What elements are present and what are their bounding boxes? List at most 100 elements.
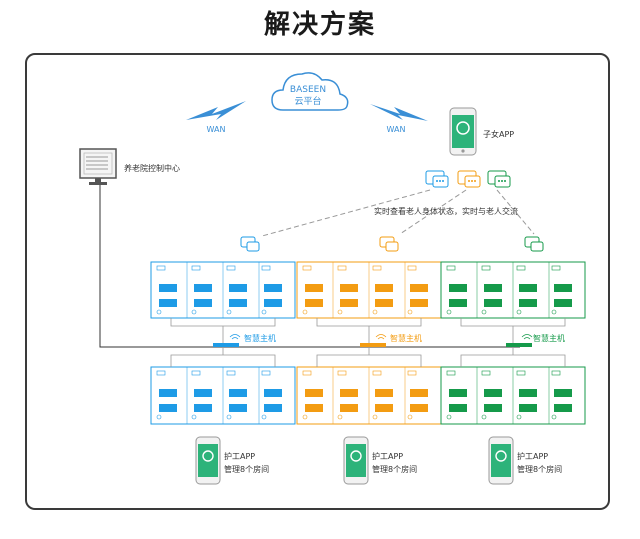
bed bbox=[194, 299, 212, 307]
fixture bbox=[191, 265, 201, 271]
fixture bbox=[481, 265, 491, 271]
bed bbox=[229, 389, 247, 397]
fixture bbox=[191, 370, 201, 376]
fixture bbox=[372, 309, 378, 315]
room-grid bbox=[150, 261, 586, 425]
fixture bbox=[156, 370, 166, 376]
bed bbox=[410, 389, 428, 397]
bed bbox=[305, 404, 323, 412]
fixture bbox=[372, 370, 382, 376]
fixture bbox=[516, 414, 522, 420]
chat-bubble-small-orange-icon bbox=[379, 236, 399, 252]
caregiver-rooms-label-3: 管理8个房间 bbox=[517, 464, 562, 474]
fixture bbox=[372, 265, 382, 271]
chat-bubble-small-blue-icon bbox=[240, 236, 260, 252]
bed bbox=[519, 284, 537, 292]
fixture bbox=[516, 309, 522, 315]
bed bbox=[159, 404, 177, 412]
fixture bbox=[261, 309, 267, 315]
bed bbox=[305, 389, 323, 397]
fixture bbox=[407, 265, 417, 271]
fixture bbox=[407, 370, 417, 376]
host-green bbox=[506, 334, 533, 347]
fixture bbox=[481, 309, 487, 315]
chat-bubble-orange-icon bbox=[457, 170, 481, 188]
bed bbox=[194, 389, 212, 397]
bed bbox=[264, 389, 282, 397]
dashed-links bbox=[261, 189, 535, 237]
fixture bbox=[156, 309, 162, 315]
host-blue bbox=[213, 334, 241, 347]
fixture bbox=[516, 370, 526, 376]
bed bbox=[159, 284, 177, 292]
caregiver-app-label-2: 护工APP bbox=[372, 451, 403, 461]
cloud-title: BASEEN bbox=[290, 85, 326, 95]
fixture bbox=[337, 370, 347, 376]
wan-bolt-right-icon bbox=[370, 104, 428, 121]
fixture bbox=[302, 414, 308, 420]
fixture bbox=[261, 414, 267, 420]
control-center-label: 养老院控制中心 bbox=[124, 163, 180, 173]
bed bbox=[340, 284, 358, 292]
caregiver-app-label-3: 护工APP bbox=[517, 451, 548, 461]
wan-left-label: WAN bbox=[207, 125, 226, 134]
bed bbox=[194, 284, 212, 292]
bed bbox=[484, 284, 502, 292]
host-label-3: 智慧主机 bbox=[533, 333, 565, 343]
fixture bbox=[446, 309, 452, 315]
wan-right-label: WAN bbox=[387, 125, 406, 134]
bed bbox=[554, 284, 572, 292]
bed bbox=[484, 389, 502, 397]
monitor-icon bbox=[79, 148, 117, 185]
fixture bbox=[551, 309, 557, 315]
bed bbox=[264, 299, 282, 307]
bed bbox=[410, 299, 428, 307]
fixture bbox=[226, 414, 232, 420]
bed bbox=[484, 299, 502, 307]
fixture bbox=[191, 414, 197, 420]
family-phone-icon bbox=[449, 107, 477, 156]
bed bbox=[159, 389, 177, 397]
fixture bbox=[551, 370, 561, 376]
fixture bbox=[407, 309, 413, 315]
bed bbox=[449, 299, 467, 307]
connector bbox=[316, 354, 422, 367]
bed bbox=[554, 404, 572, 412]
caregiver-rooms-label-2: 管理8个房间 bbox=[372, 464, 417, 474]
connector bbox=[170, 318, 276, 327]
bed bbox=[305, 299, 323, 307]
fixture bbox=[516, 265, 526, 271]
fixture bbox=[302, 265, 312, 271]
bed bbox=[410, 284, 428, 292]
fixture bbox=[446, 370, 456, 376]
caregiver-phone-icon-3 bbox=[488, 436, 514, 485]
fixture bbox=[156, 414, 162, 420]
connector bbox=[460, 318, 566, 327]
bed bbox=[449, 404, 467, 412]
bed bbox=[264, 404, 282, 412]
fixture bbox=[551, 265, 561, 271]
bed bbox=[519, 299, 537, 307]
bed bbox=[305, 284, 323, 292]
bed bbox=[264, 284, 282, 292]
fixture bbox=[261, 370, 271, 376]
chat-bubble-blue-icon bbox=[425, 170, 449, 188]
fixture bbox=[226, 265, 236, 271]
caregiver-rooms-label-1: 管理8个房间 bbox=[224, 464, 269, 474]
diagram-frame bbox=[25, 53, 610, 510]
bed bbox=[410, 404, 428, 412]
host-label-2: 智慧主机 bbox=[390, 333, 422, 343]
bed bbox=[375, 404, 393, 412]
fixture bbox=[226, 309, 232, 315]
bed bbox=[449, 389, 467, 397]
bed bbox=[375, 284, 393, 292]
fixture bbox=[261, 265, 271, 271]
page-title: 解决方案 bbox=[263, 10, 376, 40]
fixture bbox=[481, 370, 491, 376]
bed bbox=[375, 299, 393, 307]
fixture bbox=[226, 370, 236, 376]
bed bbox=[229, 299, 247, 307]
family-app-label: 子女APP bbox=[483, 129, 514, 139]
bed bbox=[229, 284, 247, 292]
